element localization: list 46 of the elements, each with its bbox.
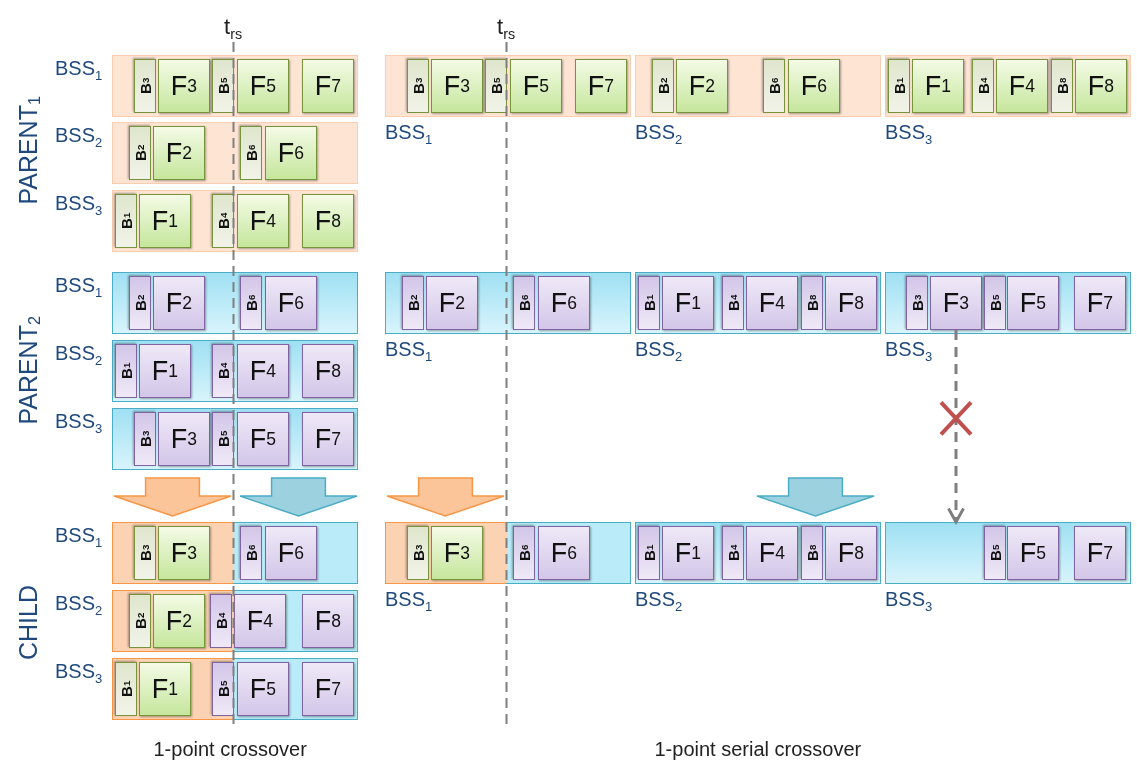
row-label: BSS$_{3}$ <box>55 410 103 437</box>
row-label: BSS$_{1}$ <box>385 121 433 148</box>
row-label: BSS$_{3}$ <box>885 121 933 148</box>
time-label: t$_{rs}$ <box>497 14 516 43</box>
schedule-bar <box>885 272 1131 334</box>
block-arrow <box>239 477 358 517</box>
schedule-bar <box>112 122 358 184</box>
schedule-bar <box>112 340 358 402</box>
schedule-bar <box>112 522 358 584</box>
schedule-bar <box>385 272 631 334</box>
row-label: BSS$_{1}$ <box>385 338 433 365</box>
row-label: BSS$_{3}$ <box>885 588 933 615</box>
row-label: BSS$_{2}$ <box>635 588 683 615</box>
row-label: BSS$_{2}$ <box>55 342 103 369</box>
block-arrow <box>756 477 875 517</box>
row-label: BSS$_{1}$ <box>385 588 433 615</box>
schedule-bar <box>112 590 358 652</box>
schedule-bar <box>112 272 358 334</box>
row-label: BSS$_{1}$ <box>55 57 103 84</box>
row-label: BSS$_{2}$ <box>55 592 103 619</box>
row-label: BSS$_{2}$ <box>635 121 683 148</box>
row-label: BSS$_{3}$ <box>885 338 933 365</box>
arrow <box>947 330 965 524</box>
schedule-bar <box>635 522 881 584</box>
row-label: BSS$_{2}$ <box>55 124 103 151</box>
schedule-bar <box>112 658 358 720</box>
schedule-bar <box>112 55 358 117</box>
schedule-bar <box>635 272 881 334</box>
schedule-bar <box>112 408 358 470</box>
row-label: BSS$_{1}$ <box>55 524 103 551</box>
row-label: BSS$_{3}$ <box>55 660 103 687</box>
schedule-bar <box>112 190 358 252</box>
row-label: BSS$_{1}$ <box>55 274 103 301</box>
schedule-bar <box>885 522 1131 584</box>
schedule-bar <box>385 522 631 584</box>
group-label: CHILD <box>14 584 43 660</box>
schedule-bar <box>635 55 881 117</box>
caption: 1-point crossover <box>153 738 307 761</box>
caption: 1-point serial crossover <box>654 738 862 761</box>
time-label: t$_{rs}$ <box>224 14 243 43</box>
row-label: BSS$_{2}$ <box>635 338 683 365</box>
schedule-bar <box>885 55 1131 117</box>
row-label: BSS$_{3}$ <box>55 192 103 219</box>
schedule-bar <box>385 55 631 117</box>
block-arrow <box>386 477 505 517</box>
block-arrow <box>113 477 232 517</box>
